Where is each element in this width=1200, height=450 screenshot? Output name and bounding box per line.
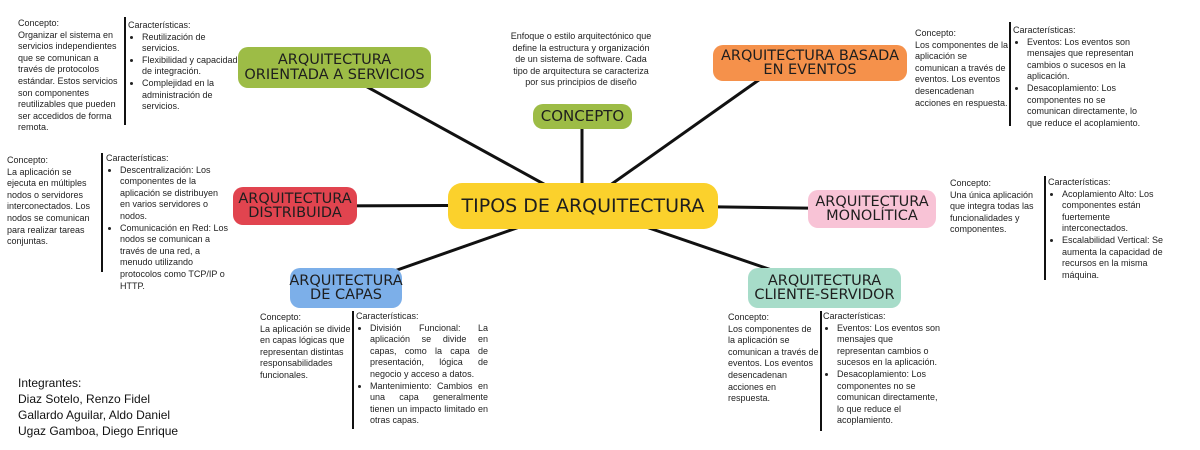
distribuida-node[interactable]: ARQUITECTURA DISTRIBUIDA <box>233 187 357 225</box>
caracteristicas-label: Características: <box>1013 25 1076 35</box>
caracteristicas-label: Características: <box>128 20 191 30</box>
list-item: Escalabilidad Vertical: Se aumenta la ca… <box>1062 235 1168 281</box>
list-item: Desacoplamiento: Los componentes no se c… <box>837 369 941 427</box>
list-item: Mantenimiento: Cambios en una capa gener… <box>370 381 488 427</box>
integrantes-label: Integrantes: <box>18 376 82 390</box>
eventos-caracteristicas: Características: Eventos: Los eventos son… <box>1013 25 1143 129</box>
divider <box>1044 176 1046 280</box>
concepto-text: Organizar el sistema en servicios indepe… <box>18 29 118 133</box>
capas-concepto: Concepto:La aplicación se divide en capa… <box>260 312 352 382</box>
list-item: Acoplamiento Alto: Los componentes están… <box>1062 189 1168 235</box>
concepto-label: Concepto: <box>7 155 49 165</box>
eventos-node[interactable]: ARQUITECTURA BASADA EN EVENTOS <box>713 45 907 81</box>
list-item: Eventos: Los eventos son mensajes que re… <box>1027 37 1143 83</box>
concepto-text: Los componentes de la aplicación se comu… <box>915 39 1009 108</box>
eventos-concepto: Concepto:Los componentes de la aplicació… <box>915 28 1010 109</box>
concepto-text: Una única aplicación que integra todas l… <box>950 189 1034 235</box>
monolitica-caracteristicas: Características: Acoplamiento Alto: Los c… <box>1048 177 1168 281</box>
concepto-label: Concepto: <box>18 18 60 28</box>
connector-soa <box>339 70 583 207</box>
list-item: Descentralización: Los componentes de la… <box>120 165 230 223</box>
concepto-label: Concepto: <box>260 312 302 322</box>
capas-caracteristicas: Características: División Funcional: La a… <box>356 311 488 427</box>
connector-eventos <box>581 63 781 207</box>
list-item: Comunicación en Red: Los nodos se comuni… <box>120 223 230 293</box>
integrantes-block: Integrantes: Diaz Sotelo, Renzo Fidel Ga… <box>18 375 178 439</box>
divider <box>124 17 126 125</box>
concepto-text: La aplicación se divide en capas lógicas… <box>260 323 351 380</box>
central-node[interactable]: TIPOS DE ARQUITECTURA <box>448 183 718 229</box>
soa-caracteristicas: Características: Reutilización de servici… <box>128 20 240 113</box>
caracteristicas-label: Características: <box>1048 177 1111 187</box>
concepto-label: Concepto: <box>950 178 992 188</box>
cliente-caracteristicas: Características: Eventos: Los eventos son… <box>823 311 941 427</box>
concepto-node[interactable]: CONCEPTO <box>533 104 632 129</box>
concepto-label: Concepto: <box>728 312 770 322</box>
list-item: Reutilización de servicios. <box>142 32 240 55</box>
list-item: Complejidad en la administración de serv… <box>142 78 240 113</box>
caracteristicas-label: Características: <box>823 311 886 321</box>
divider <box>352 311 354 429</box>
caracteristicas-label: Características: <box>356 311 419 321</box>
concepto-text: Los componentes de la aplicación se comu… <box>728 323 819 404</box>
list-item: Eventos: Los eventos son mensajes que re… <box>837 323 941 369</box>
concepto-text: La aplicación se ejecuta en múltiples no… <box>7 166 91 247</box>
member-name: Diaz Sotelo, Renzo Fidel <box>18 392 151 406</box>
divider <box>101 153 103 272</box>
caracteristicas-label: Características: <box>106 153 169 163</box>
capas-node[interactable]: ARQUITECTURA DE CAPAS <box>289 268 403 308</box>
member-name: Gallardo Aguilar, Aldo Daniel <box>18 408 171 422</box>
concepto-description: Enfoque o estilo arquitectónico que defi… <box>510 31 652 88</box>
soa-concepto: Concepto:Organizar el sistema en servici… <box>18 18 124 134</box>
member-name: Ugaz Gamboa, Diego Enrique <box>18 424 179 438</box>
concepto-label: Concepto: <box>915 28 957 38</box>
distribuida-concepto: Concepto:La aplicación se ejecuta en múl… <box>7 155 103 248</box>
list-item: Flexibilidad y capacidad de integración. <box>142 55 240 78</box>
cliente-node[interactable]: ARQUITECTURA CLIENTE-SERVIDOR <box>748 268 901 308</box>
cliente-concepto: Concepto:Los componentes de la aplicació… <box>728 312 820 405</box>
monolitica-concepto: Concepto:Una única aplicación que integr… <box>950 178 1044 236</box>
monolitica-node[interactable]: ARQUITECTURA MONOLÍTICA <box>808 190 936 228</box>
list-item: División Funcional: La aplicación se div… <box>370 323 488 381</box>
distribuida-caracteristicas: Características: Descentralización: Los c… <box>106 153 230 292</box>
divider <box>820 311 822 431</box>
soa-node[interactable]: ARQUITECTURA ORIENTADA A SERVICIOS <box>238 47 431 88</box>
list-item: Desacoplamiento: Los componentes no se c… <box>1027 83 1143 129</box>
divider <box>1009 22 1011 126</box>
